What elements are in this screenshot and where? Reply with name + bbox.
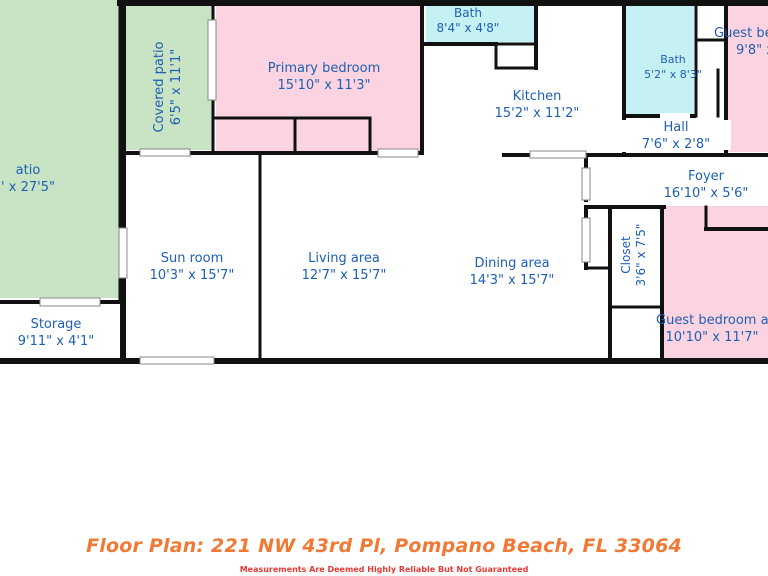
room-patio-dims: ' x 27'5"	[1, 180, 55, 195]
door-bath-2	[660, 113, 690, 121]
bath-2-area	[626, 6, 694, 116]
windows	[39, 19, 591, 365]
door-guest-1	[723, 120, 731, 150]
room-guest-bedroom-2-dims: 10'10" x 11'7"	[665, 330, 759, 345]
room-foyer-dims: 16'10" x 5'6"	[663, 186, 749, 201]
room-hall-dims: 7'6" x 2'8"	[641, 137, 711, 152]
room-guest-bedroom-2-name: Guest bedroom a	[656, 313, 768, 328]
room-covered-patio-name: Covered patio	[152, 41, 167, 133]
room-living-area-name: Living area	[308, 251, 380, 266]
window-dining-right	[581, 217, 591, 263]
room-foyer: Foyer 16'10" x 5'6"	[650, 168, 762, 202]
room-bath-2: Bath 5'2" x 8'3"	[636, 52, 710, 82]
room-bath-2-name: Bath	[660, 53, 686, 66]
room-storage-name: Storage	[30, 317, 82, 332]
door-kitchen-hall	[621, 120, 629, 152]
room-guest-bedroom-1-dims: 9'8" x	[736, 43, 768, 58]
window-primary-bottom	[377, 148, 419, 158]
closet-area	[612, 206, 660, 306]
guest-bedroom-2-area	[662, 206, 768, 358]
covered-patio-area	[124, 6, 212, 150]
room-living-area: Living area 12'7" x 15'7"	[284, 250, 404, 284]
patio-area	[0, 0, 120, 298]
room-sun-room: Sun room 10'3" x 15'7"	[140, 250, 244, 284]
window-foyer	[581, 167, 591, 201]
room-dining-area-name: Dining area	[474, 256, 550, 271]
room-hall: Hall 7'6" x 2'8"	[636, 119, 716, 153]
guest-bedroom-1-area	[728, 6, 768, 152]
room-covered-patio-dims: 6'5" x 11'1"	[169, 48, 184, 126]
floor-plan-title: Floor Plan: 221 NW 43rd Pl, Pompano Beac…	[86, 535, 682, 557]
bath-1-area	[426, 6, 534, 42]
door-gaps	[621, 113, 731, 152]
window-covered-patio	[207, 19, 217, 101]
room-bath-1-name: Bath	[454, 6, 482, 20]
room-primary-bedroom: Primary bedroom 15'10" x 11'3"	[234, 60, 414, 94]
room-closet: Closet 3'6" x 7'5"	[619, 217, 649, 293]
room-guest-bedroom-1: Guest be 9'8" x	[714, 25, 768, 59]
window-sunroom-bottom	[139, 356, 215, 365]
room-living-area-dims: 12'7" x 15'7"	[301, 268, 387, 283]
room-covered-patio: Covered patio 6'5" x 11'1"	[151, 27, 185, 147]
room-closet-dims: 3'6" x 7'5"	[634, 223, 648, 287]
room-dining-area-dims: 14'3" x 15'7"	[469, 273, 555, 288]
measurement-disclaimer: Measurements Are Deemed Highly Reliable …	[239, 565, 529, 574]
room-kitchen-dims: 15'2" x 11'2"	[494, 106, 580, 121]
room-storage: Storage 9'11" x 4'1"	[6, 316, 106, 350]
room-primary-bedroom-name: Primary bedroom	[267, 61, 381, 76]
room-kitchen: Kitchen 15'2" x 11'2"	[482, 88, 592, 122]
room-bath-1: Bath 8'4" x 4'8"	[426, 6, 510, 36]
room-bath-1-dims: 8'4" x 4'8"	[436, 21, 500, 35]
room-foyer-name: Foyer	[687, 169, 724, 184]
room-closet-name: Closet	[619, 236, 633, 274]
room-sun-room-name: Sun room	[160, 251, 224, 266]
room-sun-room-dims: 10'3" x 15'7"	[149, 268, 235, 283]
room-dining-area: Dining area 14'3" x 15'7"	[452, 255, 572, 289]
room-hall-name: Hall	[663, 120, 689, 135]
primary-bedroom-area	[216, 6, 420, 152]
room-primary-bedroom-dims: 15'10" x 11'3"	[277, 78, 371, 93]
room-bath-2-dims: 5'2" x 8'3"	[644, 68, 702, 81]
room-kitchen-name: Kitchen	[512, 89, 562, 104]
window-sunroom-left	[118, 227, 128, 279]
window-storage	[39, 297, 101, 307]
window-sunroom-top	[139, 148, 191, 157]
room-guest-bedroom-2: Guest bedroom a 10'10" x 11'7"	[656, 312, 768, 346]
room-storage-dims: 9'11" x 4'1"	[17, 334, 95, 349]
window-kitchen-bottom	[529, 150, 587, 159]
room-patio: atio ' x 27'5"	[0, 162, 60, 196]
room-patio-name: atio	[15, 163, 41, 178]
room-guest-bedroom-1-name: Guest be	[714, 26, 768, 41]
